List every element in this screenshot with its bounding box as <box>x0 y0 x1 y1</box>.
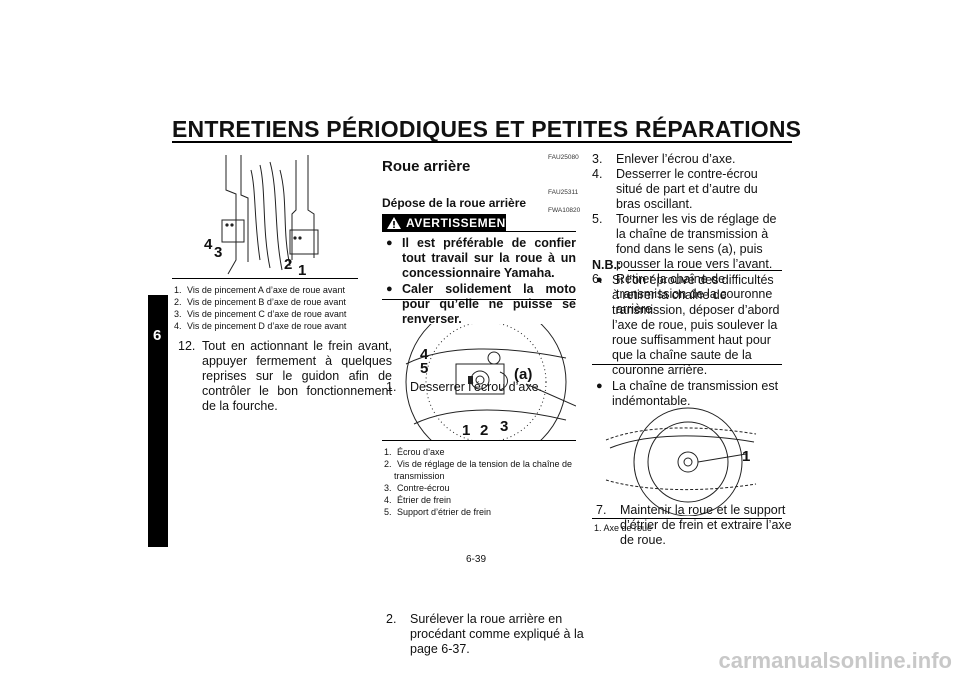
caption-number: 1. <box>384 447 392 457</box>
caption-number: 1. <box>594 523 602 533</box>
figure-divider <box>592 518 782 519</box>
warning-top-rule <box>506 231 576 232</box>
figure-label-4: 4 <box>204 236 213 253</box>
caption-number: 5. <box>384 507 392 517</box>
axle-removal-drawing <box>605 407 757 517</box>
step-number: 1. <box>386 380 397 394</box>
step-4: 4. Desserrer le contre-écrou situé de par… <box>592 167 782 212</box>
caption-number: 1. <box>174 285 182 295</box>
nb-top-rule <box>628 270 782 271</box>
nb-label: N.B.: <box>592 258 622 272</box>
front-figure-captions: 1. Vis de pincement A d’axe de roue avant… <box>174 284 364 332</box>
step-text: Maintenir la roue et le support d’étrier… <box>620 503 792 547</box>
caption-item: 3. Vis de pincement C d’axe de roue avant <box>174 308 364 320</box>
nb-list: Si l’on éprouve des difficultés à retire… <box>596 273 782 410</box>
step-2: 2. Surélever la roue arrière en procédan… <box>386 612 600 657</box>
caption-text: Écrou d’axe <box>397 447 445 457</box>
step-text: Tourner les vis de réglage de la chaîne … <box>616 212 777 271</box>
step-number: 2. <box>386 612 397 626</box>
caption-text: Vis de pincement C d’axe de roue avant <box>187 309 347 319</box>
front-fork-figure: 4 3 2 1 <box>196 150 346 280</box>
figure-divider <box>172 278 358 279</box>
chapter-number: 6 <box>153 327 162 344</box>
caption-item: 1. Vis de pincement A d’axe de roue avant <box>174 284 364 296</box>
figure-label-4: 4 <box>420 346 429 363</box>
warning-list: Il est préférable de confier tout travai… <box>386 236 576 328</box>
step-number: 5. <box>592 212 603 226</box>
figure-label-1: 1 <box>298 262 307 279</box>
step-number: 7. <box>596 503 607 517</box>
figure-label-2: 2 <box>284 256 293 273</box>
figure-divider <box>382 440 576 441</box>
caption-text: Vis de pincement A d’axe de roue avant <box>187 285 345 295</box>
front-fork-drawing <box>221 155 319 275</box>
figure-label-2: 2 <box>480 422 489 439</box>
step-text: Surélever la roue arrière en procédant c… <box>410 612 584 656</box>
figure-label-3: 3 <box>500 418 509 435</box>
caption-text: Axe de roue <box>603 523 653 533</box>
title-rule <box>172 141 792 143</box>
caption-item: 5. Support d’étrier de frein <box>384 506 578 518</box>
step-text: Desserrer le contre-écrou situé de part … <box>616 167 758 211</box>
caption-text: Vis de pincement D d’axe de roue avant <box>187 321 347 331</box>
nb-item: Si l’on éprouve des difficultés à retire… <box>596 273 782 378</box>
warning-item: Caler solidement la moto pour qu’elle ne… <box>386 282 576 327</box>
caption-number: 4. <box>384 495 392 505</box>
caption-text: Vis de pincement B d’axe de roue avant <box>187 297 346 307</box>
caption-item: 4. Vis de pincement D d’axe de roue avant <box>174 320 364 332</box>
caption-text: Vis de réglage de la tension de la chaîn… <box>394 459 572 481</box>
reference-code: FWA10820 <box>548 207 581 214</box>
chapter-tab <box>148 295 168 547</box>
reference-code: FAU25311 <box>548 189 579 196</box>
caption-item: 4. Étrier de frein <box>384 494 578 506</box>
caption-number: 2. <box>174 297 182 307</box>
caption-text: Étrier de frein <box>397 495 452 505</box>
caption-text: Contre-écrou <box>397 483 450 493</box>
figure-label-3: 3 <box>214 244 223 261</box>
step-12: 12. Tout en actionnant le frein avant, a… <box>178 339 392 414</box>
caption-number: 3. <box>174 309 182 319</box>
axle-figure-caption: 1. Axe de roue <box>594 522 652 534</box>
section-title: Roue arrière <box>382 158 471 175</box>
nb-bottom-rule <box>592 364 782 365</box>
caption-item: 1. Écrou d’axe <box>384 446 578 458</box>
caption-number: 4. <box>174 321 182 331</box>
step-3: 3. Enlever l’écrou d’axe. <box>592 152 782 167</box>
page-number: 6-39 <box>466 554 487 565</box>
subsection-title: Dépose de la roue arrière <box>382 196 527 210</box>
caption-item: 2. Vis de pincement B d’axe de roue avant <box>174 296 364 308</box>
axle-removal-figure: 1 <box>596 404 782 517</box>
rear-figure-captions: 1. Écrou d’axe 2.Vis de réglage de la ten… <box>384 446 578 518</box>
reference-code: FAU25080 <box>548 154 579 161</box>
rear-axle-figure: 4 5 (a) 1 2 3 <box>386 301 577 463</box>
step-number: 4. <box>592 167 603 181</box>
step-number: 3. <box>592 152 603 166</box>
figure-label-1: 1 <box>742 448 751 465</box>
warning-header: AVERTISSEMENT <box>382 214 513 232</box>
caption-number: 3. <box>384 483 392 493</box>
watermark: carmanualsonline.info <box>718 648 953 673</box>
caption-item: 3. Contre-écrou <box>384 482 578 494</box>
step-text: Enlever l’écrou d’axe. <box>616 152 736 166</box>
warning-triangle-icon <box>387 217 401 229</box>
warning-label: AVERTISSEMENT <box>406 216 514 230</box>
step-number: 12. <box>178 339 196 353</box>
nb-item: La chaîne de transmission est indémontab… <box>596 379 782 409</box>
step-text: Desserrer l’écrou d’axe. <box>410 380 542 394</box>
step-7: 7. Maintenir la roue et le support d’étr… <box>596 503 806 548</box>
caption-text: Support d’étrier de frein <box>397 507 492 517</box>
figure-label-5: 5 <box>420 360 429 377</box>
page-title: ENTRETIENS PÉRIODIQUES ET PETITES RÉPARA… <box>172 116 802 142</box>
step-5: 5. Tourner les vis de réglage de la chaîn… <box>592 212 782 272</box>
warning-item: Il est préférable de confier tout travai… <box>386 236 576 281</box>
warning-bottom-rule <box>382 299 576 300</box>
figure-label-1: 1 <box>462 422 471 439</box>
figure-label-a: (a) <box>514 366 533 383</box>
step-text: Tout en actionnant le frein avant, appuy… <box>202 339 392 413</box>
caption-number: 2. <box>384 459 392 469</box>
caption-item: 2.Vis de réglage de la tension de la cha… <box>384 458 578 482</box>
step-1: 1. Desserrer l’écrou d’axe. <box>386 380 600 395</box>
